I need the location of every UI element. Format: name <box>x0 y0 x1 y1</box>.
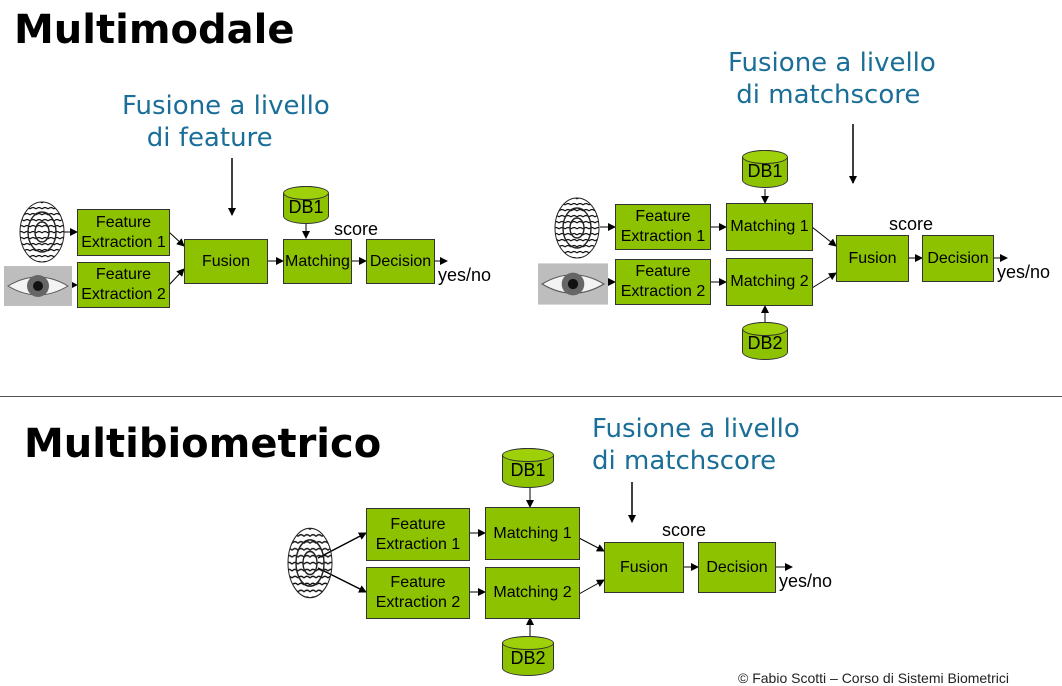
matching-box: Matching <box>283 239 352 284</box>
decision-box: Decision <box>698 542 776 593</box>
db1-cylinder: DB1 <box>502 448 554 488</box>
section-title-multibiometrico: Multibiometrico <box>24 421 382 467</box>
matching-2-box: Matching 2 <box>726 258 813 306</box>
fusion-box: Fusion <box>836 235 909 282</box>
callout-score-fusion: Fusione a livello di matchscore <box>728 48 936 110</box>
fingerprint-icon <box>287 527 333 599</box>
decision-box: Decision <box>922 235 994 282</box>
footer-credit: © Fabio Scotti – Corso di Sistemi Biomet… <box>738 670 1009 686</box>
matching-1-box: Matching 1 <box>485 507 580 560</box>
score-label: score <box>889 214 934 234</box>
eye-icon <box>538 263 608 305</box>
fusion-box: Fusion <box>184 239 268 284</box>
db1-cylinder: DB1 <box>283 186 329 224</box>
eye-icon <box>4 266 72 306</box>
score-label: score <box>334 219 379 239</box>
fingerprint-icon <box>19 201 65 263</box>
fingerprint-icon <box>554 197 600 259</box>
output-label: yes/no <box>997 262 1051 282</box>
output-label: yes/no <box>779 571 833 591</box>
section-title-multimodale: Multimodale <box>14 7 295 53</box>
db1-cylinder: DB1 <box>742 150 788 188</box>
score-label: score <box>662 520 707 540</box>
callout-feature-fusion: Fusione a livello di feature <box>122 91 330 153</box>
db2-cylinder: DB2 <box>742 322 788 360</box>
db2-cylinder: DB2 <box>502 636 554 676</box>
output-label: yes/no <box>438 265 492 285</box>
matching-2-box: Matching 2 <box>485 567 580 619</box>
fusion-box: Fusion <box>604 542 684 593</box>
section-divider <box>0 396 1062 397</box>
decision-box: Decision <box>366 239 435 284</box>
matching-1-box: Matching 1 <box>726 203 813 251</box>
callout-score-fusion-bottom: Fusione a livello di matchscore <box>592 414 800 476</box>
